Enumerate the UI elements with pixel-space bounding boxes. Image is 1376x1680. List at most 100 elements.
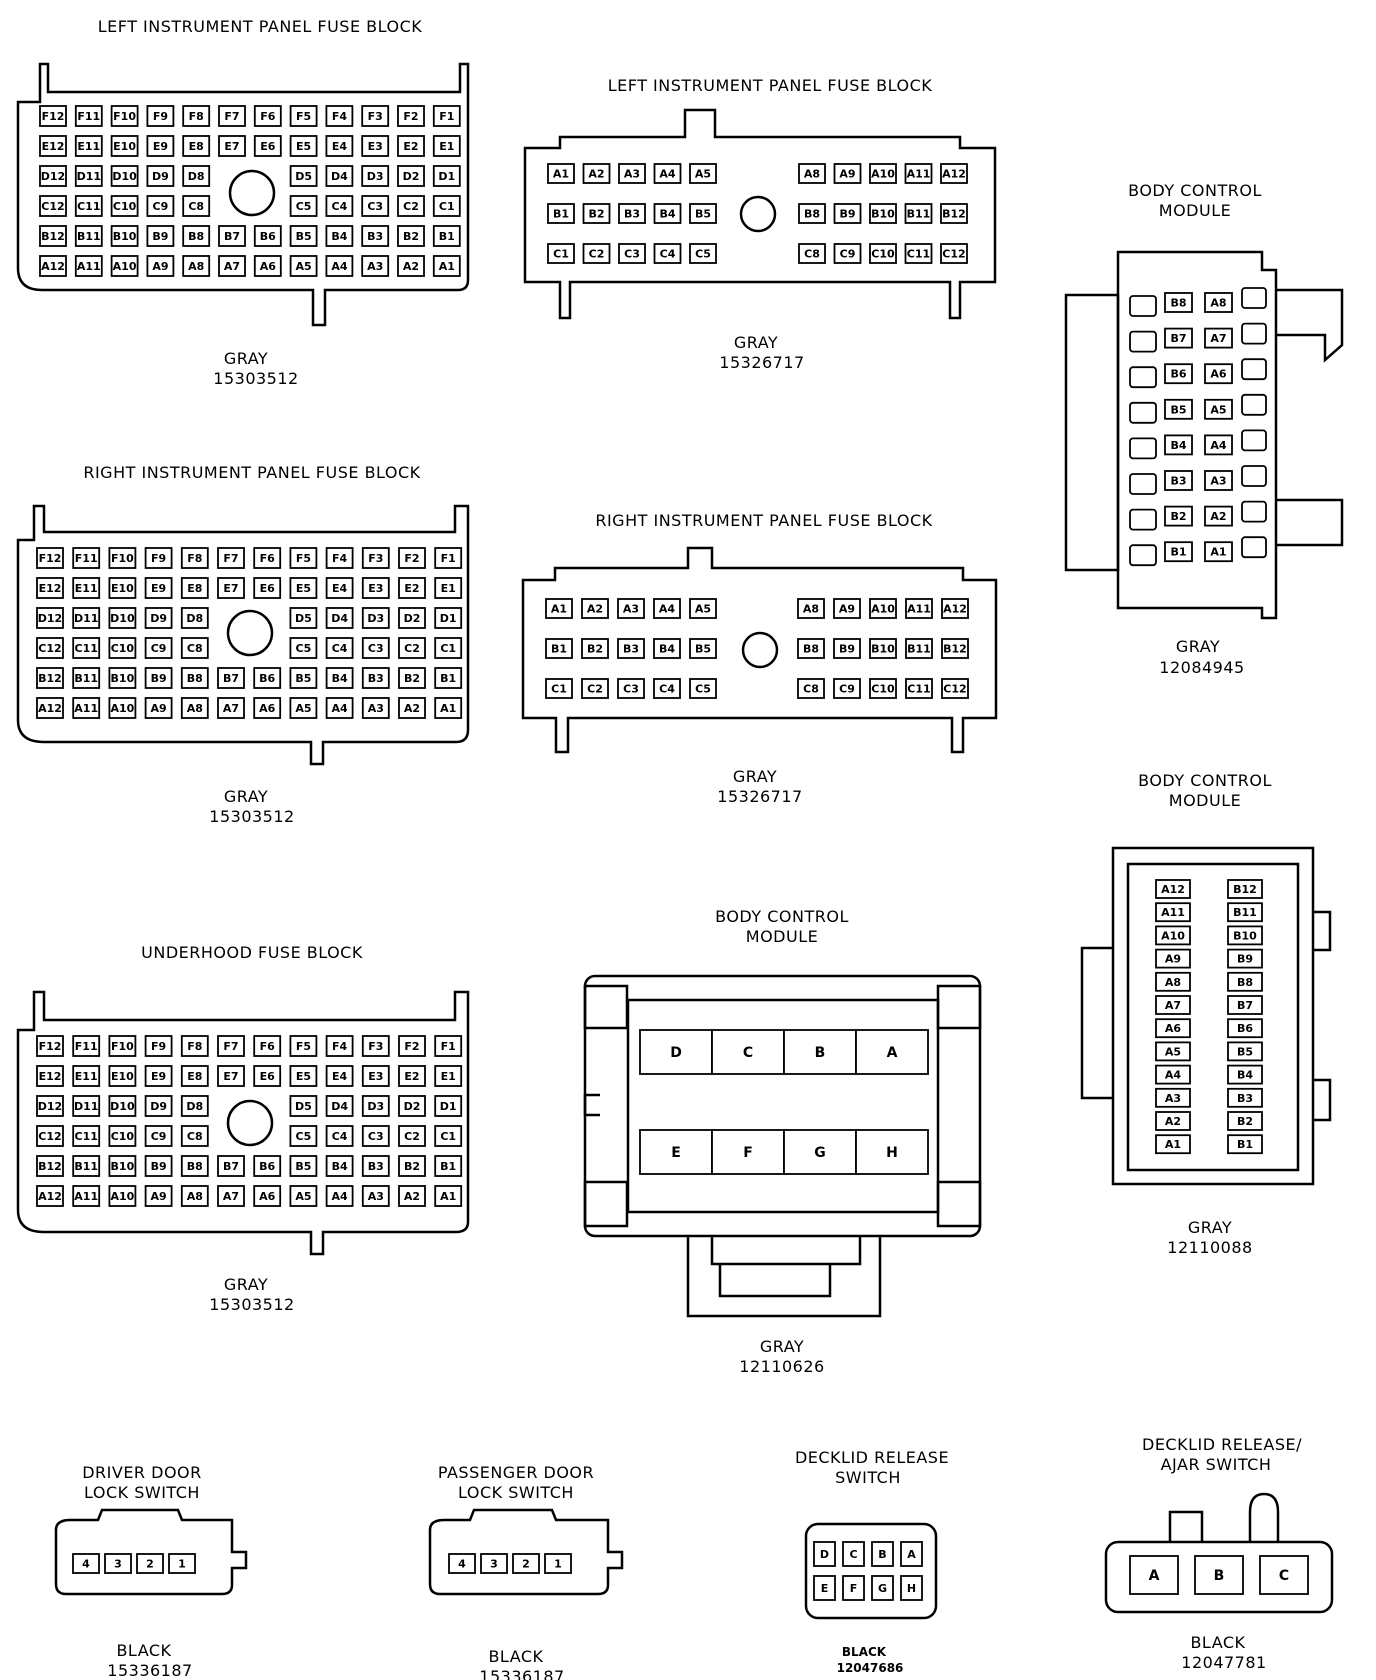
pin-cavity bbox=[180, 607, 209, 629]
pin-label: C9 bbox=[840, 248, 856, 261]
pin-label: A11 bbox=[907, 603, 931, 616]
pin-cavity bbox=[1227, 1041, 1263, 1062]
pin-cavity bbox=[1227, 995, 1263, 1015]
pin-cavity bbox=[36, 1095, 64, 1117]
pin-cavity bbox=[618, 163, 646, 184]
pin-cavity bbox=[72, 1065, 101, 1087]
pin-cavity bbox=[1194, 1555, 1244, 1595]
pin-cavity bbox=[434, 1155, 463, 1177]
pin-label: B9 bbox=[151, 672, 167, 685]
pin-cavity bbox=[180, 547, 209, 569]
pin-cavity bbox=[1155, 1018, 1191, 1039]
pin-label: A7 bbox=[223, 1190, 239, 1203]
pin-cavity bbox=[289, 1125, 318, 1147]
pin-cavity bbox=[253, 225, 282, 247]
pin-label: B8 bbox=[187, 672, 203, 685]
pin-label: C12 bbox=[943, 683, 966, 696]
pin-label: C8 bbox=[804, 248, 820, 261]
pin-label: C3 bbox=[623, 683, 639, 696]
empty-cavity bbox=[1241, 500, 1267, 523]
pin-cavity bbox=[144, 607, 173, 629]
pin-label: B3 bbox=[623, 643, 639, 656]
pin-label: B4 bbox=[332, 1160, 348, 1173]
connector-color: GRAY bbox=[760, 1337, 804, 1356]
housing bbox=[804, 1522, 938, 1620]
pin-label: E5 bbox=[296, 1070, 311, 1083]
pin-cavity bbox=[72, 1125, 101, 1147]
pin-label: A2 bbox=[1210, 510, 1226, 523]
pin-label: A1 bbox=[439, 260, 455, 273]
pin-label: B1 bbox=[1237, 1138, 1253, 1151]
pin-cavity bbox=[289, 105, 318, 127]
pin-label: A4 bbox=[332, 702, 349, 715]
pin-cavity bbox=[144, 1035, 173, 1057]
pin-cavity bbox=[74, 225, 103, 247]
pin-label: B9 bbox=[151, 1160, 167, 1173]
pin-label: E3 bbox=[368, 582, 383, 595]
title-line: MODULE bbox=[1159, 201, 1231, 220]
pin-cavity bbox=[434, 1125, 463, 1147]
pin-label: D2 bbox=[403, 170, 420, 183]
pin-cavity bbox=[1227, 971, 1263, 992]
title-line: LEFT INSTRUMENT PANEL FUSE BLOCK bbox=[98, 17, 422, 36]
pin-label: B3 bbox=[368, 672, 384, 685]
pin-label: C4 bbox=[332, 642, 348, 655]
pin-label: B11 bbox=[74, 672, 98, 685]
pin-cavity bbox=[1164, 292, 1193, 313]
pin-cavity bbox=[582, 203, 611, 224]
empty-cavity bbox=[1129, 295, 1157, 317]
pin-label: D10 bbox=[112, 170, 137, 183]
pin-cavity bbox=[617, 598, 645, 619]
pin-label: F8 bbox=[187, 552, 202, 565]
connector-color: GRAY bbox=[224, 787, 268, 806]
pin-label: B8 bbox=[188, 230, 204, 243]
pin-cavity bbox=[617, 678, 645, 699]
pin-cavity bbox=[325, 135, 354, 157]
pin-cavity bbox=[434, 1185, 463, 1207]
pin-label: A7 bbox=[224, 260, 240, 273]
pin-cavity bbox=[653, 638, 681, 659]
pin-cavity bbox=[618, 243, 646, 264]
pin-cavity bbox=[36, 697, 64, 719]
pin-label: A8 bbox=[1210, 297, 1226, 310]
pin-cavity bbox=[855, 1129, 929, 1175]
pin-cavity bbox=[833, 678, 861, 699]
pin-cavity bbox=[180, 1125, 209, 1147]
pin-cavity bbox=[869, 203, 897, 224]
pin-label: A9 bbox=[151, 702, 167, 715]
pin-cavity bbox=[325, 1095, 354, 1117]
pin-label: B3 bbox=[624, 208, 640, 221]
pin-label: F12 bbox=[39, 552, 62, 565]
pin-cavity bbox=[72, 1553, 100, 1574]
pin-label: B5 bbox=[1170, 403, 1186, 416]
part-number: 12110626 bbox=[739, 1357, 824, 1376]
pin-label: A5 bbox=[295, 1190, 311, 1203]
pin-label: F6 bbox=[260, 1040, 276, 1053]
pin-cavity bbox=[398, 1125, 426, 1147]
pin-cavity bbox=[253, 255, 282, 277]
pin-cavity bbox=[940, 203, 968, 224]
pin-cavity bbox=[146, 195, 175, 217]
pin-cavity bbox=[108, 1155, 137, 1177]
pin-label: B1 bbox=[1170, 546, 1186, 559]
pin-cavity bbox=[434, 1095, 463, 1117]
pin-cavity bbox=[1204, 541, 1233, 563]
pin-cavity bbox=[1259, 1555, 1309, 1595]
pin-label: B10 bbox=[871, 208, 895, 221]
pin-cavity bbox=[289, 135, 318, 157]
pin-label: A5 bbox=[296, 260, 312, 273]
pin-label: H bbox=[886, 1145, 898, 1161]
pin-label: D11 bbox=[74, 612, 98, 625]
pin-cavity bbox=[361, 577, 390, 599]
pin-cavity bbox=[146, 165, 175, 187]
empty-cavity bbox=[1241, 429, 1267, 452]
pin-cavity bbox=[289, 607, 318, 629]
pin-label: B5 bbox=[695, 643, 711, 656]
pin-cavity bbox=[833, 638, 861, 659]
pin-cavity bbox=[869, 678, 897, 699]
pin-cavity bbox=[689, 163, 717, 184]
pin-cavity bbox=[653, 598, 681, 619]
pin-cavity bbox=[1129, 1555, 1179, 1595]
